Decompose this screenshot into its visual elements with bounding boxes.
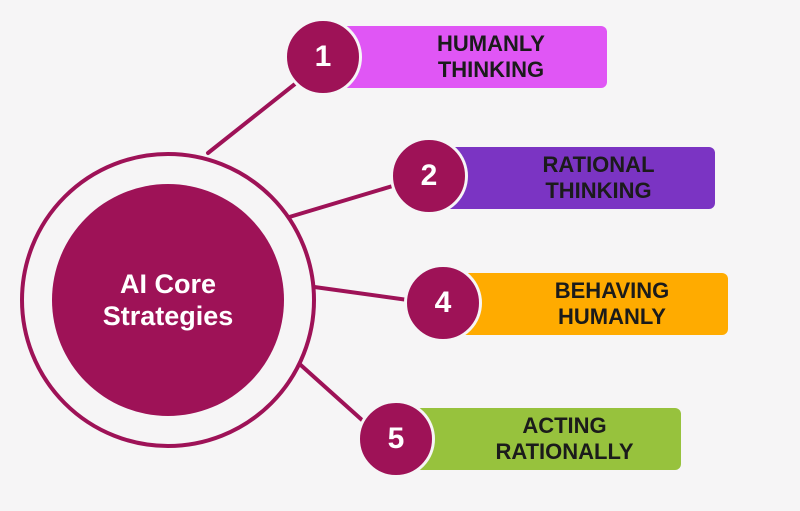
strategy-1-line1: HUMANLY [437, 31, 545, 56]
strategy-2-line2: THINKING [545, 178, 652, 203]
strategy-number-4: 4 [404, 264, 482, 342]
strategy-number-1: 1 [284, 18, 362, 96]
strategy-number-5: 5 [357, 400, 435, 478]
strategy-4-line1: BEHAVING [554, 278, 670, 303]
center-label-line1: AI Core [119, 269, 217, 299]
strategy-bar-4: BEHAVING HUMANLY [446, 273, 728, 335]
connector-line-4 [298, 283, 410, 302]
strategy-1-line2: THINKING [437, 57, 545, 82]
strategy-bar-2: RATIONAL THINKING [432, 147, 715, 209]
strategy-4-line2: HUMANLY [558, 304, 666, 329]
strategy-number-2: 2 [390, 137, 468, 215]
connector-line-2 [284, 183, 398, 220]
strategy-bar-1: HUMANLY THINKING [325, 26, 607, 88]
center-label-line2: Strategies [102, 301, 234, 331]
strategy-2-line1: RATIONAL [542, 152, 655, 177]
center-circle: AI Core Strategies [52, 184, 284, 416]
strategy-bar-5: ACTING RATIONALLY [398, 408, 681, 470]
strategy-5-line1: ACTING [522, 413, 607, 438]
connector-line-1 [206, 78, 302, 155]
strategy-5-line2: RATIONALLY [495, 439, 634, 464]
